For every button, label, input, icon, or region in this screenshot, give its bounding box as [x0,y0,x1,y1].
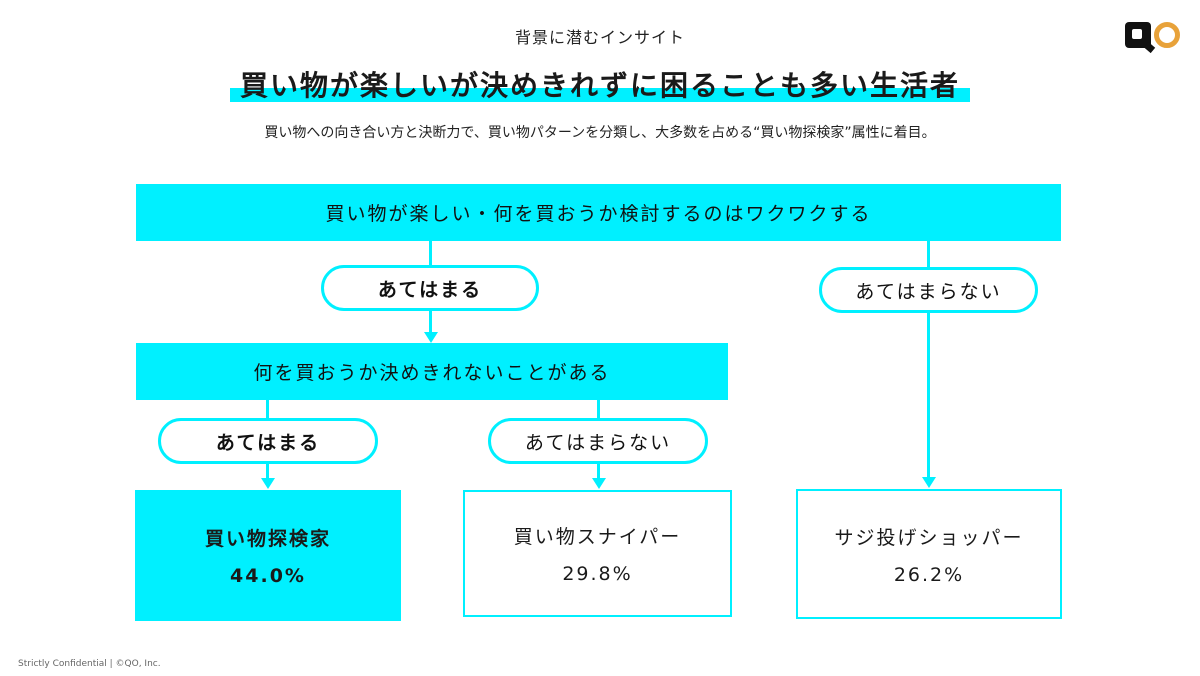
result-name: 買い物探検家 [204,528,331,550]
q2-no-pill: あてはまらない [488,418,708,464]
q2-yes-pill: あてはまる [158,418,378,464]
connector-q2-no [597,400,600,418]
connector-q1-yes [429,241,432,265]
result-sniper: 買い物スナイパー 29.8% [463,490,732,617]
result-giveup-shopper: サジ投げショッパー 26.2% [796,489,1062,619]
question-2-box: 何を買おうか決めきれないことがある [136,343,728,400]
logo-q-mark [1125,22,1151,48]
section-eyebrow: 背景に潜むインサイト [514,28,685,47]
page-subtitle: 買い物への向き合い方と決断力で、買い物パターンを分類し、大多数を占める“買い物探… [264,125,936,141]
arrow-down-icon [592,478,606,489]
page-title: 買い物が楽しいが決めきれずに困ることも多い生活者 [229,66,970,106]
connector-q1yes-to-q2 [429,311,432,333]
logo-o-mark [1154,22,1180,48]
result-name: サジ投げショッパー [834,526,1024,549]
connector-q2no-to-result [597,464,600,479]
q1-yes-label: あてはまる [377,278,483,301]
headline-wrap: 買い物が楽しいが決めきれずに困ることも多い生活者 [0,66,1200,106]
result-percent: 26.2% [893,563,965,586]
q2-yes-label: あてはまる [215,431,321,454]
connector-q1no-to-result [927,313,930,478]
question-1-box: 買い物が楽しい・何を買おうか検討するのはワクワクする [136,184,1061,241]
qo-logo [1125,22,1180,48]
result-explorer: 買い物探検家 44.0% [135,490,401,621]
connector-q2-yes [266,400,269,418]
result-name: 買い物スナイパー [513,526,682,548]
q1-no-pill: あてはまらない [819,267,1038,313]
footer-confidential: Strictly Confidential | ©QO, Inc. [18,659,161,669]
question-2-text: 何を買おうか決めきれないことがある [253,362,611,384]
q1-no-label: あてはまらない [855,280,1002,303]
question-1-text: 買い物が楽しい・何を買おうか検討するのはワクワクする [325,203,872,225]
arrow-down-icon [424,332,438,343]
arrow-down-icon [922,477,936,488]
connector-q2yes-to-result [266,464,269,479]
q1-yes-pill: あてはまる [321,265,539,311]
q2-no-label: あてはまらない [524,431,672,454]
connector-q1-no [927,241,930,267]
arrow-down-icon [261,478,275,489]
result-percent: 29.8% [562,563,633,585]
result-percent: 44.0% [230,565,306,587]
